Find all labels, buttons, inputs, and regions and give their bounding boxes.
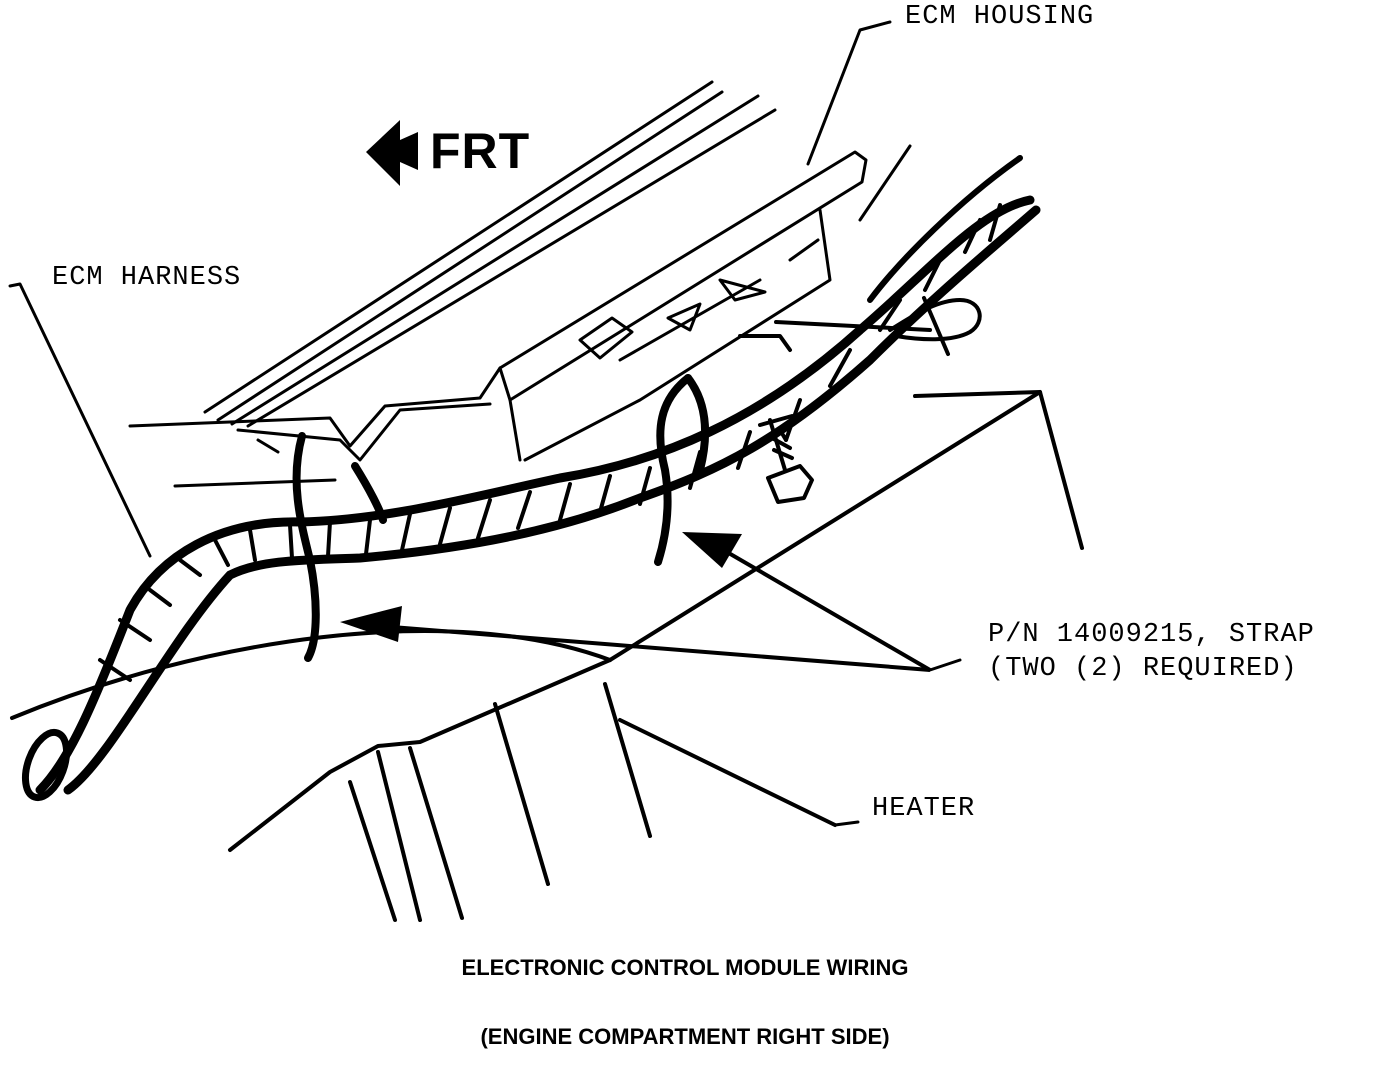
mounting-bracket — [130, 368, 500, 486]
harness-strap-right — [658, 378, 705, 562]
harness-strap-left — [297, 436, 383, 658]
diagram-caption: ELECTRONIC CONTROL MODULE WIRING (ENGINE… — [380, 910, 990, 1071]
left-arrow-icon — [366, 120, 418, 186]
wiring-diagram — [0, 0, 1376, 960]
strap-quantity-label: (TWO (2) REQUIRED) — [988, 654, 1298, 684]
ecm-housing-rails — [205, 82, 775, 426]
strap-part-number-label: P/N 14009215, STRAP — [988, 620, 1315, 650]
front-direction-label: FRT — [430, 123, 531, 179]
ecm-housing — [500, 146, 910, 460]
ecm-housing-label: ECM HOUSING — [905, 2, 1095, 32]
leader-lines — [10, 22, 960, 825]
ecm-harness-cable — [17, 158, 1036, 803]
heater-label: HEATER — [872, 794, 976, 824]
caption-line-1: ELECTRONIC CONTROL MODULE WIRING — [461, 955, 909, 980]
harness-clip — [740, 298, 980, 354]
ecm-harness-label: ECM HARNESS — [52, 263, 242, 293]
caption-line-2: (ENGINE COMPARTMENT RIGHT SIDE) — [480, 1024, 890, 1049]
mounting-bolt — [760, 416, 812, 502]
strap-pointer-arrows — [340, 532, 930, 670]
